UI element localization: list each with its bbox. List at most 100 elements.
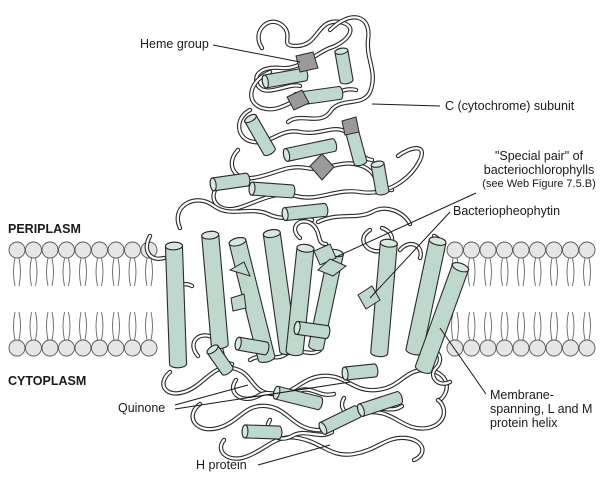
helix-body [201, 230, 229, 350]
lipid-tail [112, 311, 120, 341]
protein-helix [293, 320, 331, 340]
lipid-tail [517, 311, 525, 341]
lipid-head [562, 339, 579, 357]
helix-end [451, 262, 470, 273]
lipid-tail [145, 257, 153, 287]
lipid-tail [500, 311, 509, 341]
lipid-tail [533, 311, 542, 341]
helix-end [356, 403, 365, 417]
accessory-pigment [228, 261, 251, 277]
heme-group-3 [341, 116, 360, 136]
lipid-head [41, 241, 59, 259]
protein-helix [334, 47, 354, 85]
lipid-head [107, 339, 125, 357]
h-protein-label: H protein [196, 458, 247, 472]
pigments [228, 243, 381, 312]
protein-helix [341, 363, 379, 381]
helix-end [248, 181, 256, 196]
lipid-head [91, 241, 108, 259]
lipid-tail [95, 257, 104, 287]
protein-helix [356, 391, 404, 417]
quinone-label: Quinone [118, 401, 166, 415]
cytochrome-subunit-label: C (cytochrome) subunit [445, 99, 575, 113]
lipid-tail [79, 311, 87, 341]
lipid-tail [79, 257, 87, 287]
lipid-head [463, 241, 480, 259]
helix-end [293, 320, 301, 335]
helix-body [164, 241, 188, 369]
helix-end [244, 113, 257, 124]
lipid-head [479, 241, 497, 259]
lipid-tail [467, 257, 476, 287]
helix-end [370, 160, 385, 168]
lipid-head [8, 241, 26, 259]
helix-end [241, 424, 249, 439]
lipid-head [529, 339, 546, 357]
helix-end [341, 366, 349, 381]
lipid-tail [451, 311, 459, 341]
leader-membrane-helix [439, 327, 487, 395]
helix-end [228, 236, 247, 247]
backbone-loop-inner [294, 220, 328, 246]
lipid-head [496, 241, 513, 259]
helix-body [248, 181, 296, 199]
leader-bacteriopheophytin [369, 211, 451, 299]
lipid-tail [566, 311, 575, 341]
special-pair-pigment-2 [317, 258, 347, 277]
lipid-tail [550, 311, 558, 341]
lipid-head [25, 339, 42, 357]
helix-end [262, 229, 281, 239]
helix-end [296, 243, 315, 253]
lipid-head [446, 339, 464, 357]
lipid-tail [145, 311, 153, 341]
leader-h-protein [257, 444, 331, 466]
special-pair-label: "Special pair" of bacteriochlorophylls (… [472, 149, 606, 191]
helix-end [379, 238, 398, 248]
backbone-loop-inner [316, 207, 412, 226]
leader-quinone-2 [174, 381, 351, 410]
lipid-tail [484, 257, 492, 287]
bacteriopheophytin-label: Bacteriopheophytin [453, 204, 561, 218]
lipid-tail [467, 311, 476, 341]
heme-group-1 [295, 51, 319, 73]
special-pair-label-line1: "Special pair" of [494, 149, 584, 163]
backbone-loop [218, 435, 425, 463]
protein-helix [244, 113, 276, 157]
protein-helix [206, 344, 234, 376]
lipid-tail [29, 311, 38, 341]
protein-helix [201, 230, 229, 350]
backbone-loop-inner [212, 147, 423, 211]
lipid-head [8, 339, 26, 357]
helix-end [282, 148, 291, 162]
lipid-head [74, 241, 92, 259]
lipid-head [41, 339, 59, 357]
heme-group-2 [286, 89, 310, 111]
lipid-head [446, 241, 464, 259]
helix-end [318, 421, 328, 435]
protein-helix [241, 424, 283, 440]
protein-helix [248, 181, 296, 199]
lipid-tail [13, 311, 21, 341]
lipid-head [58, 339, 75, 357]
protein-helix [209, 172, 251, 192]
helix-end [261, 74, 269, 89]
helix-end [206, 344, 219, 355]
lipid-tail [484, 311, 492, 341]
backbone-loop-inner [286, 16, 374, 124]
helix-end [334, 47, 349, 55]
lipid-head [479, 339, 497, 357]
lipid-tail [500, 257, 509, 287]
membrane-helix-label-line3: protein helix [490, 416, 558, 430]
lipid-tail [62, 257, 71, 287]
backbone-loop-inner [219, 436, 424, 462]
lipid-head [545, 339, 563, 357]
lipid-tail [128, 257, 137, 287]
helix-end [234, 336, 242, 351]
helix-end [281, 207, 289, 222]
lipid-head [91, 339, 108, 357]
helix-end [201, 230, 220, 240]
protein-helix [370, 238, 398, 358]
lipid-head [463, 339, 480, 357]
